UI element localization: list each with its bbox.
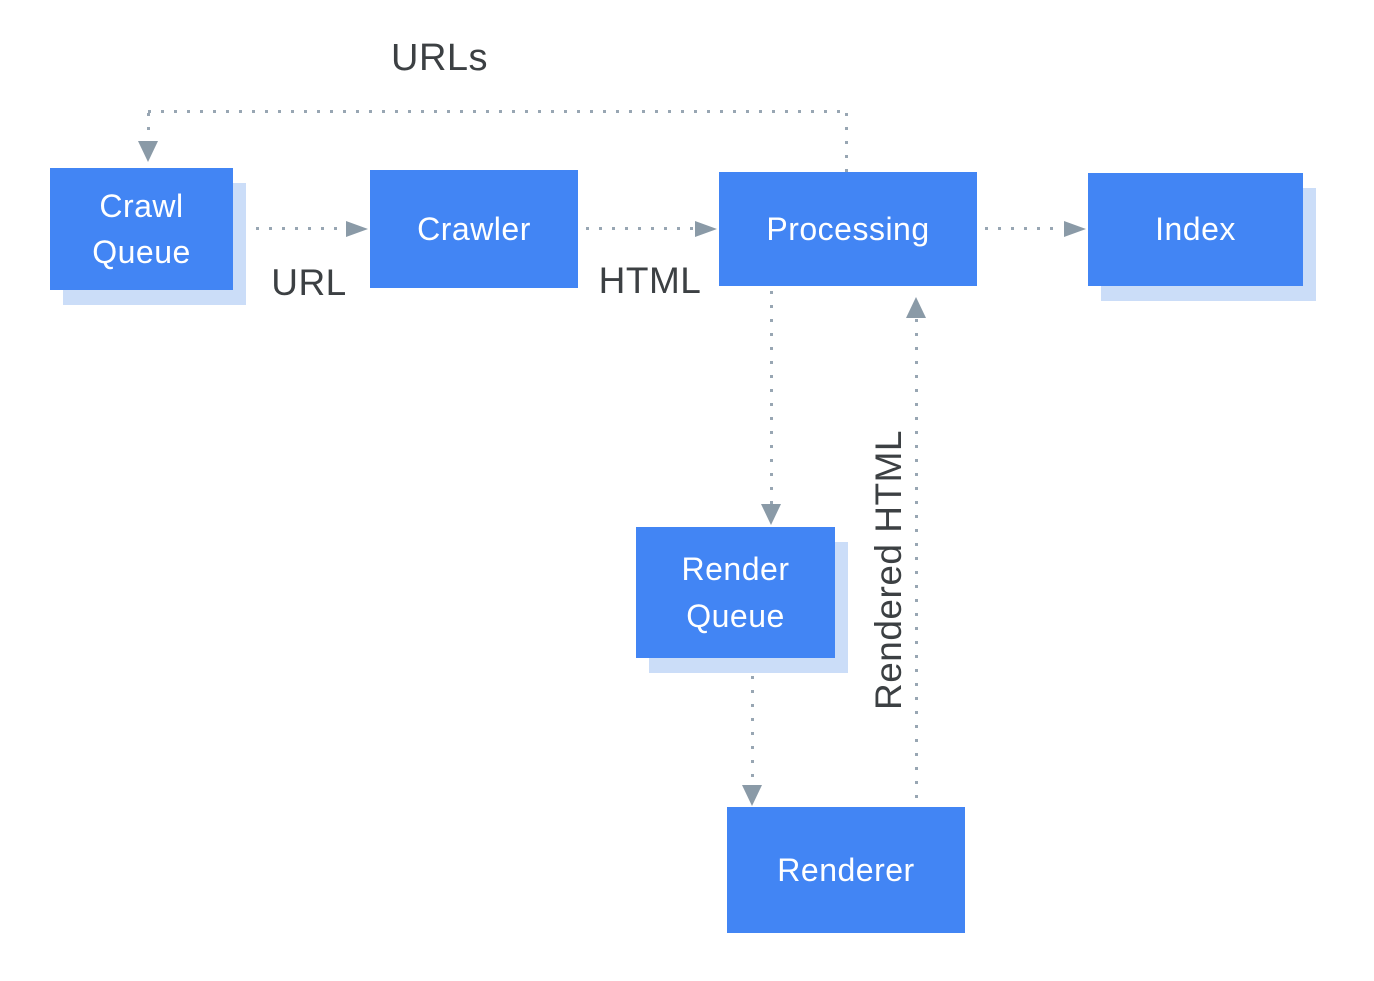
node-processing-label: Processing [766,210,930,247]
node-render-queue-label: Render Queue [681,551,790,634]
node-crawl-queue-label: Crawl Queue [92,187,191,270]
edge-processing-to-index [985,227,1062,230]
edge-label-urls: URLs [391,37,489,79]
node-crawl-queue: Crawl Queue [50,168,233,290]
edge-processing-to-crawl-queue-down-segment [147,113,150,141]
edge-processing-to-crawl-queue-horizontal [148,110,848,113]
arrowhead-up-icon [906,297,926,318]
edge-crawler-to-processing [586,227,694,230]
node-renderer: Renderer [727,807,965,933]
node-render-queue: Render Queue [636,527,835,658]
node-renderer-label: Renderer [777,851,915,888]
edge-label-rendered-html: Rendered HTML [868,430,909,711]
arrowhead-right-icon [346,221,368,237]
edge-render-queue-to-renderer [751,676,754,784]
node-crawler-label: Crawler [417,210,531,247]
node-crawler: Crawler [370,170,578,288]
edge-processing-to-render-queue [770,291,773,504]
node-index: Index [1088,173,1303,286]
edge-processing-to-crawl-queue-up-segment [845,113,848,172]
arrowhead-down-icon [742,785,762,806]
edge-renderer-to-processing [915,319,918,807]
arrowhead-right-icon [695,221,717,237]
arrowhead-right-icon [1064,221,1086,237]
arrowhead-down-icon [761,504,781,525]
node-processing: Processing [719,172,977,286]
edge-label-html: HTML [598,260,702,301]
edge-crawl-queue-to-crawler [256,227,346,230]
edge-label-url: URL [271,262,347,303]
node-index-label: Index [1155,211,1236,248]
arrowhead-down-icon [138,141,158,162]
